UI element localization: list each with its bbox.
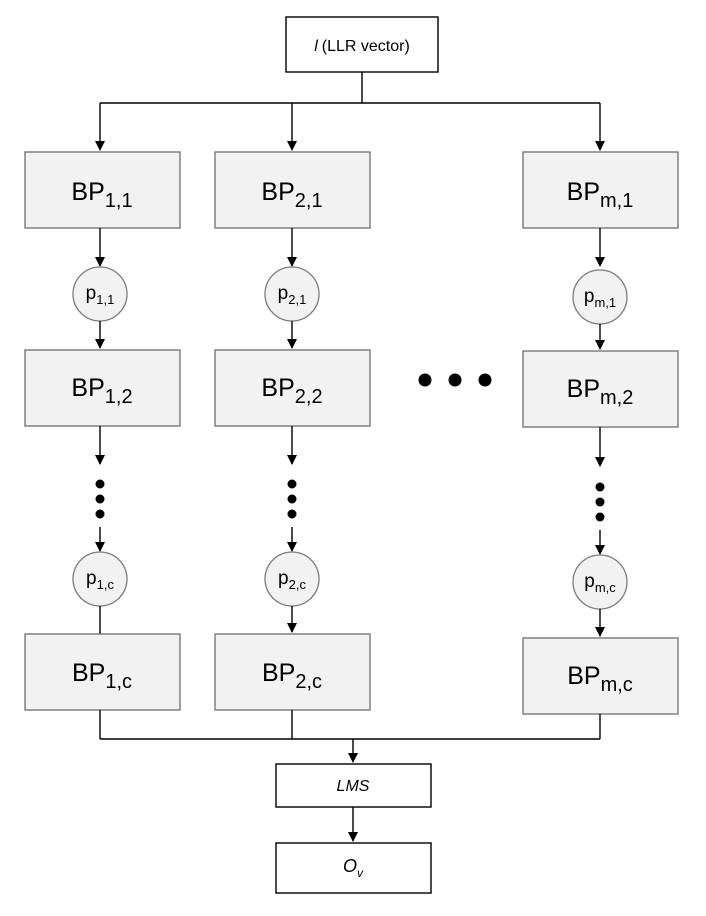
svg-text:pm,1: pm,1 <box>584 286 616 310</box>
decoder-column-2: BP2,1 p2,1 BP2,2 p2,c BP2,c <box>214 151 371 711</box>
svg-text:BP2,1: BP2,1 <box>261 178 322 212</box>
svg-text:p1,1: p1,1 <box>86 283 115 307</box>
output-label: Ov <box>343 856 364 880</box>
permutation-node: pm,1 <box>572 269 628 325</box>
svg-text:BP1,1: BP1,1 <box>71 178 132 212</box>
svg-text:pm,c: pm,c <box>584 571 616 595</box>
bp-block: BP2,2 <box>214 349 371 427</box>
decoder-column-1: BP1,1 p1,1 BP1,2 p1,c BP1,c <box>24 151 181 711</box>
svg-text:BPm,2: BPm,2 <box>567 375 634 409</box>
bp-block: BPm,c <box>522 637 679 715</box>
vertical-ellipsis <box>287 479 297 519</box>
output-merge-wires <box>99 710 601 763</box>
bp-block: BPm,2 <box>522 350 679 428</box>
permutation-node: p1,c <box>72 551 128 607</box>
bp-block: BP2,1 <box>214 151 371 229</box>
svg-text:p2,c: p2,c <box>278 568 306 592</box>
permutation-node: p2,c <box>264 551 320 607</box>
lms-box: LMS <box>275 763 432 808</box>
bp-block: BP1,c <box>24 633 181 711</box>
svg-text:p1,c: p1,c <box>86 568 114 592</box>
decoder-column-m: BPm,1 pm,1 BPm,2 pm,c BPm,c <box>522 151 679 715</box>
input-llr-label: l(LLR vector) <box>314 38 410 55</box>
vertical-ellipsis <box>595 482 605 522</box>
lms-label: LMS <box>337 778 370 795</box>
svg-text:p2,1: p2,1 <box>278 283 307 307</box>
svg-text:BPm,1: BPm,1 <box>567 178 634 212</box>
svg-text:BP1,c: BP1,c <box>72 659 132 693</box>
bp-block: BP2,c <box>214 633 371 711</box>
output-box: Ov <box>275 842 432 894</box>
permutation-node: p2,1 <box>264 266 320 322</box>
vertical-ellipsis <box>95 479 105 519</box>
input-distribution-wires <box>95 72 605 151</box>
svg-text:BP2,2: BP2,2 <box>261 374 322 408</box>
svg-text:BP1,2: BP1,2 <box>71 374 132 408</box>
input-llr-box: l(LLR vector) <box>285 16 439 73</box>
bp-block: BP1,2 <box>24 349 181 427</box>
svg-text:BPm,c: BPm,c <box>567 662 633 696</box>
svg-text:BP2,c: BP2,c <box>262 659 322 693</box>
bp-block: BPm,1 <box>522 151 679 229</box>
permutation-node: pm,c <box>572 554 628 610</box>
horizontal-ellipsis <box>418 373 492 387</box>
permutation-node: p1,1 <box>72 266 128 322</box>
bp-block: BP1,1 <box>24 151 181 229</box>
